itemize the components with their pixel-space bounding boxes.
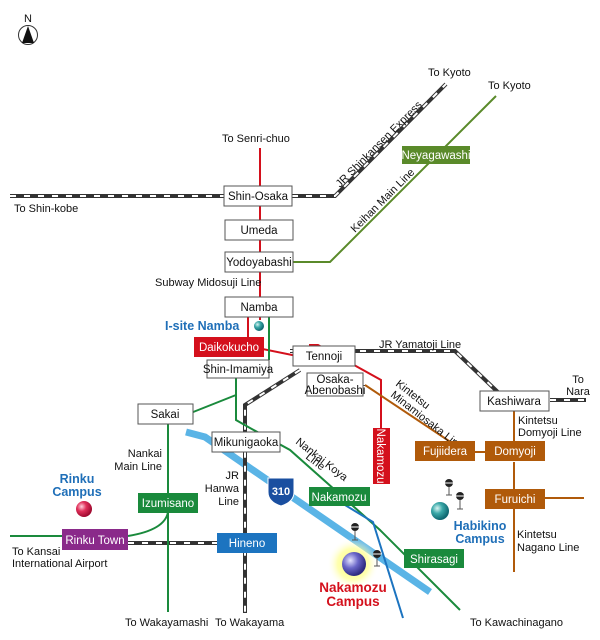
svg-text:Umeda: Umeda [240,225,278,237]
campus-rinku-label-2: Campus [52,485,101,499]
dest-kyoto-shinkansen: To Kyoto [428,67,471,79]
svg-text:Sakai: Sakai [151,409,180,421]
station-nakamozu-subway[interactable]: Nakamozu [373,428,390,484]
dest-wakayama: To Wakayama [215,617,285,629]
campus-marker-icon [254,321,264,331]
station-fujiidera[interactable]: Fujiidera [415,441,475,461]
station-namba[interactable]: Namba [224,296,294,318]
line-label-midosuji: Subway Midosuji Line [155,277,261,289]
dest-senri-chuo: To Senri-chuo [222,133,290,145]
line-label-hanwa-1: JR [226,470,240,482]
kofun-tomb-icon [351,523,359,541]
kofun-tomb-icon [456,492,464,510]
station-hineno[interactable]: Hineno [217,533,277,553]
svg-text:Kashiwara: Kashiwara [487,396,541,408]
campus-habikino[interactable]: Habikino Campus [431,479,507,546]
campus-marker-icon [431,502,449,520]
svg-text:Abenobashi: Abenobashi [305,385,366,397]
station-domyoji[interactable]: Domyoji [485,441,545,461]
route-310-number: 310 [272,486,290,498]
station-shin-osaka[interactable]: Shin-Osaka [223,185,293,207]
kintetsu-minamiosaka-line [364,384,456,446]
campus-marker-icon [342,552,366,576]
jr-shinkansen-line [292,82,448,198]
svg-text:Izumisano: Izumisano [142,498,194,510]
line-label-hanwa-3: Line [218,496,239,508]
dest-nara-2: Nara [566,386,591,398]
svg-text:Shin-Osaka: Shin-Osaka [228,191,289,203]
station-sakai[interactable]: Sakai [137,403,194,425]
svg-text:Tennoji: Tennoji [306,351,342,363]
svg-text:Nakamozu: Nakamozu [312,492,367,504]
svg-text:Daikokucho: Daikokucho [199,342,259,354]
dest-kansai-airport-1: To Kansai [12,546,60,558]
svg-text:Domyoji: Domyoji [494,446,536,458]
svg-text:Shirasagi: Shirasagi [410,554,458,566]
campus-rinku[interactable]: Rinku Campus [52,472,102,517]
dest-wakayamashi: To Wakayamashi [125,617,208,629]
svg-text:Namba: Namba [240,302,278,314]
station-daikokucho[interactable]: Daikokucho [194,337,264,357]
station-mikunigaoka[interactable]: Mikunigaoka [211,431,281,453]
station-nakamozu-nankai[interactable]: Nakamozu [309,487,370,506]
line-label-hanwa-2: Hanwa [205,483,240,495]
dest-shin-kobe: To Shin-kobe [14,203,78,215]
campus-rinku-label-1: Rinku [60,472,95,486]
station-umeda[interactable]: Umeda [224,219,294,241]
semboku-line [344,504,404,619]
station-rinku-town[interactable]: Rinku Town [62,529,128,550]
kofun-tomb-icon [373,550,381,567]
svg-text:Fujiidera: Fujiidera [423,446,468,458]
station-shirasagi[interactable]: Shirasagi [404,549,464,568]
line-label-nankai-main-2: Main Line [114,461,162,473]
line-label-domyoji-2: Domyoji Line [518,427,582,439]
svg-text:Hineno: Hineno [229,538,265,550]
line-label-keihan: Keihan Main Line [349,167,418,236]
svg-text:Nakamozu: Nakamozu [374,429,386,484]
campus-habikino-label-1: Habikino [454,519,507,533]
north-compass-icon: N [18,13,38,45]
station-kashiwara[interactable]: Kashiwara [479,390,550,412]
kofun-tomb-icon [445,479,453,496]
svg-text:Osaka-: Osaka- [316,374,353,386]
svg-text:Rinku Town: Rinku Town [65,535,124,547]
dest-kyoto-keihan: To Kyoto [488,80,531,92]
station-izumisano[interactable]: Izumisano [138,493,198,513]
dest-nara-1: To [572,374,584,386]
line-label-nankai-main-1: Nankai [128,448,162,460]
line-label-yamatoji: JR Yamatoji Line [379,339,461,351]
station-furuichi[interactable]: Furuichi [485,489,545,509]
svg-text:Yodoyabashi: Yodoyabashi [226,257,291,269]
line-label-nagano-1: Kintetsu [517,529,557,541]
svg-text:Mikunigaoka: Mikunigaoka [214,437,279,449]
station-yodoyabashi[interactable]: Yodoyabashi [224,251,294,273]
campus-nakamozu-label-2: Campus [326,594,379,609]
svg-text:Neyagawashi: Neyagawashi [401,150,470,162]
campus-nakamozu[interactable]: Nakamozu Campus [319,523,387,609]
campus-isite-namba-label: I-site Namba [165,319,240,333]
nankai-airport-curve [127,511,169,537]
svg-text:Shin-Imamiya: Shin-Imamiya [203,364,274,376]
compass-label: N [24,13,32,25]
campus-isite-namba[interactable]: I-site Namba [165,319,264,333]
station-osaka-abenobashi[interactable]: Osaka- Abenobashi [305,372,366,397]
campus-marker-icon [76,501,92,517]
svg-text:Furuichi: Furuichi [495,494,536,506]
station-tennoji[interactable]: Tennoji [292,345,356,367]
campus-nakamozu-label-1: Nakamozu [319,580,387,595]
route-310-shield-icon: 310 [267,477,295,507]
dest-kawachinagano: To Kawachinagano [470,617,563,629]
campus-habikino-label-2: Campus [455,532,504,546]
station-shin-imamiya[interactable]: Shin-Imamiya [203,359,274,379]
dest-kansai-airport-2: International Airport [12,558,107,570]
station-neyagawashi[interactable]: Neyagawashi [401,146,471,164]
line-label-domyoji-1: Kintetsu [518,415,558,427]
nankai-main-line [167,376,237,612]
line-label-nagano-2: Nagano Line [517,542,579,554]
